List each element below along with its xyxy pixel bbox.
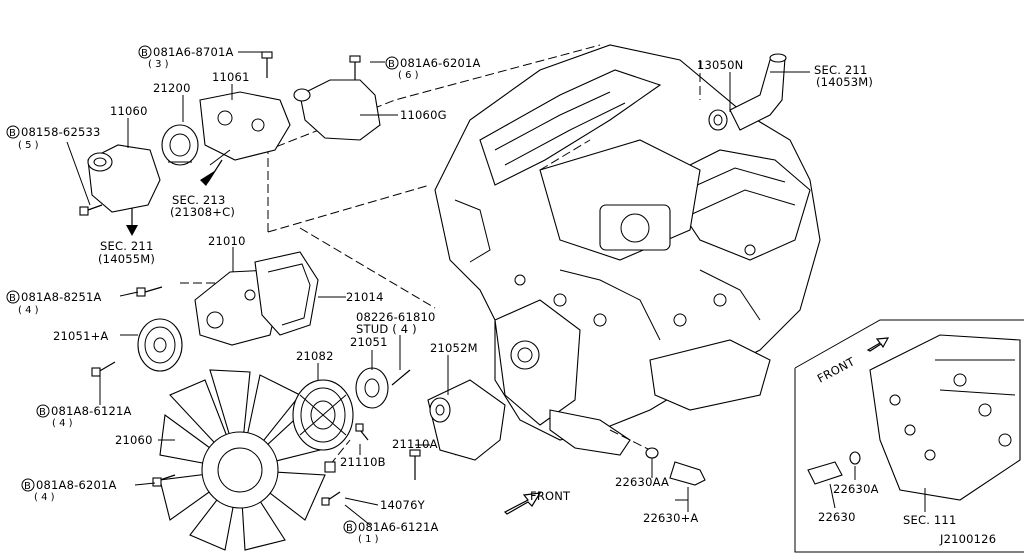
label-sec211-top-sub: (14053M)	[816, 75, 873, 89]
front-label-inset: FRONT	[815, 354, 858, 386]
label-sec211-left-sub: (14055M)	[98, 252, 155, 266]
label-stud[interactable]: 08226-61810	[356, 310, 436, 324]
label-21110a[interactable]: 21110A	[392, 437, 438, 451]
svg-text:B: B	[388, 59, 395, 70]
callout-081A6-6121A-bottom[interactable]: B 081A6-6121A ( 1 )	[343, 520, 439, 545]
label-sec211-left[interactable]: SEC. 211	[100, 239, 153, 253]
label-21052m[interactable]: 21052M	[430, 341, 478, 355]
water-pump-pulley-part[interactable]	[137, 318, 183, 372]
label-11060g[interactable]: 11060G	[400, 108, 447, 122]
label-21010[interactable]: 21010	[208, 234, 246, 248]
stud-part[interactable]	[391, 369, 411, 386]
part-labels: 11061 21200 11060 11060G 13050N SEC. 211…	[53, 58, 996, 546]
fan-bracket-part[interactable]	[427, 379, 506, 461]
label-21200[interactable]: 21200	[153, 81, 191, 95]
label-21014[interactable]: 21014	[346, 290, 384, 304]
callout-code: 081A8-6121A	[51, 404, 132, 418]
label-sec213[interactable]: SEC. 213	[172, 193, 225, 207]
label-sec211-top[interactable]: SEC. 211	[814, 63, 867, 77]
thermostat-housing-part[interactable]	[199, 91, 291, 166]
label-21082[interactable]: 21082	[296, 349, 334, 363]
water-inlet-pipe-part[interactable]	[293, 79, 381, 141]
engine-assembly-drawing	[434, 44, 821, 456]
svg-text:B: B	[9, 293, 16, 304]
diagram-id: J2100126	[939, 532, 996, 546]
label-22630[interactable]: 22630	[818, 510, 856, 524]
svg-text:B: B	[141, 48, 148, 59]
callout-qty: ( 4 )	[52, 418, 73, 429]
heater-pipe-part[interactable]	[729, 53, 787, 131]
callout-081A6-8701A[interactable]: B 081A6-8701A ( 3 )	[138, 45, 234, 70]
inset-frame	[794, 319, 1024, 553]
label-21051a[interactable]: 21051+A	[53, 329, 109, 343]
callout-081A8-8251A[interactable]: B 081A8-8251A ( 4 )	[6, 290, 102, 316]
front-label-main: FRONT	[530, 489, 571, 503]
leader-lines	[66, 51, 926, 526]
callout-08158-62533[interactable]: B 08158-62533 ( 5 )	[6, 125, 101, 151]
label-22630aa[interactable]: 22630AA	[615, 475, 669, 489]
svg-text:B: B	[9, 128, 16, 139]
callout-qty: ( 3 )	[148, 59, 169, 70]
direction-arrows	[126, 159, 223, 236]
label-13050n[interactable]: 13050N	[697, 58, 743, 72]
label-sec111[interactable]: SEC. 111	[903, 513, 956, 527]
callout-code: 081A8-6201A	[36, 478, 117, 492]
label-stud-sub: STUD ( 4 )	[356, 322, 417, 336]
water-outlet-part[interactable]	[87, 144, 161, 213]
label-14076y[interactable]: 14076Y	[380, 498, 426, 512]
fan-pulley-part[interactable]	[355, 367, 389, 409]
bolts-top	[79, 51, 361, 216]
front-arrow-main: FRONT	[503, 489, 571, 515]
callout-qty: ( 4 )	[34, 492, 55, 503]
label-11061[interactable]: 11061	[212, 70, 250, 84]
callout-qty: ( 1 )	[358, 534, 379, 545]
label-22630-plus-a[interactable]: 22630+A	[643, 511, 699, 525]
cooling-fan-part[interactable]	[159, 369, 326, 551]
label-21060[interactable]: 21060	[115, 433, 153, 447]
fan-small-bolts	[152, 423, 421, 506]
thermostat-part[interactable]	[161, 124, 199, 166]
callout-qty: ( 6 )	[398, 70, 419, 81]
label-sec213-sub: (21308+C)	[170, 205, 235, 219]
label-22630a[interactable]: 22630A	[833, 482, 879, 496]
callout-code: 081A6-8701A	[153, 45, 234, 59]
outlet-gasket-part[interactable]	[708, 109, 728, 131]
callout-081A8-6201A-bottom[interactable]: B 081A8-6201A ( 4 )	[21, 478, 117, 503]
fan-clutch-part[interactable]	[292, 379, 354, 451]
callout-code: 081A6-6121A	[358, 520, 439, 534]
label-11060[interactable]: 11060	[110, 104, 148, 118]
callout-code: 081A6-6201A	[400, 56, 481, 70]
svg-text:B: B	[346, 523, 353, 534]
callout-qty: ( 5 )	[18, 140, 39, 151]
callout-code: 08158-62533	[21, 125, 101, 139]
svg-text:B: B	[24, 481, 31, 492]
label-21110b[interactable]: 21110B	[340, 455, 386, 469]
callout-qty: ( 4 )	[18, 305, 39, 316]
temperature-sensor-part[interactable]	[645, 447, 706, 486]
label-21051[interactable]: 21051	[350, 335, 388, 349]
callout-081A8-6121A-left[interactable]: B 081A8-6121A ( 4 )	[36, 404, 132, 429]
water-pump-gasket-part[interactable]	[254, 251, 319, 336]
callout-code: 081A8-8251A	[21, 290, 102, 304]
callout-081A6-6201A-top[interactable]: B 081A6-6201A ( 6 )	[385, 56, 481, 81]
svg-text:B: B	[39, 407, 46, 418]
